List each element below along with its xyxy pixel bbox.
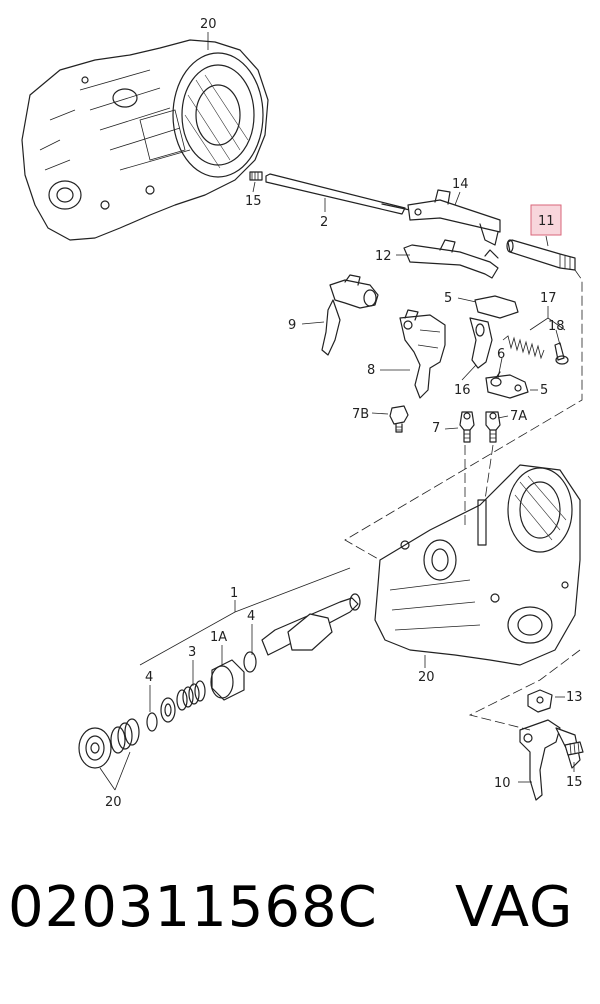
callout-7A: 7A xyxy=(510,409,527,424)
switch-7A xyxy=(485,411,501,443)
bracket-12 xyxy=(403,239,499,279)
transmission-housing-middle xyxy=(374,464,581,666)
callout-8: 8 xyxy=(367,363,375,378)
callout-9: 9 xyxy=(288,318,296,333)
washer xyxy=(160,697,176,723)
circlip-4-left xyxy=(146,712,158,732)
callout-20-bottom: 20 xyxy=(105,795,122,810)
callout-18: 18 xyxy=(548,319,565,334)
part-number: 020311568C xyxy=(8,875,378,940)
shift-fork-9 xyxy=(321,274,379,356)
callout-16: 16 xyxy=(454,383,471,398)
callout-4-left: 4 xyxy=(145,670,153,685)
callout-12: 12 xyxy=(375,249,392,264)
bolt-15-bottom xyxy=(564,741,584,756)
callout-10: 10 xyxy=(494,776,511,791)
callout-7: 7 xyxy=(432,421,440,436)
brand-name: VAG xyxy=(455,875,574,940)
callout-5-upper: 5 xyxy=(444,291,452,306)
callout-5-lower: 5 xyxy=(540,383,548,398)
transmission-housing-top xyxy=(21,39,269,241)
callout-20-middle: 20 xyxy=(418,670,435,685)
lever-16 xyxy=(469,317,493,369)
circlip-4-right xyxy=(243,651,257,673)
callout-11: 11 xyxy=(538,214,555,229)
shift-fork-8 xyxy=(399,309,446,399)
plug-7B xyxy=(389,405,409,433)
highlight-box-11 xyxy=(530,204,562,236)
bracket-5-upper xyxy=(474,295,519,319)
pin-shaft-11 xyxy=(506,239,576,271)
callout-15-bottom: 15 xyxy=(566,775,583,790)
callout-7B: 7B xyxy=(352,407,369,422)
spring-17 xyxy=(502,335,545,360)
callout-1A: 1A xyxy=(210,630,227,645)
bolt-18 xyxy=(554,342,569,365)
bracket-14 xyxy=(407,189,501,246)
callout-2: 2 xyxy=(320,215,328,230)
callout-17: 17 xyxy=(540,291,557,306)
callout-13: 13 xyxy=(566,690,583,705)
spring-cap-20 xyxy=(78,718,140,769)
callout-labels: 20 15 2 14 11 12 5 17 9 18 8 6 16 5 7B 7… xyxy=(105,17,583,810)
spring-3 xyxy=(176,680,206,711)
callout-1: 1 xyxy=(230,586,238,601)
switch-7 xyxy=(459,411,475,443)
footer: 020311568C VAG xyxy=(0,875,600,975)
selector-shaft-assembly-1 xyxy=(261,593,361,656)
callout-6: 6 xyxy=(497,347,505,362)
dashed-guides xyxy=(344,269,583,731)
callout-20-top: 20 xyxy=(200,17,217,32)
callout-4-right: 4 xyxy=(247,609,255,624)
bracket-5-lower xyxy=(485,374,529,399)
callout-3: 3 xyxy=(188,645,196,660)
leader-lines xyxy=(99,32,575,791)
callout-14: 14 xyxy=(452,177,469,192)
plate-13 xyxy=(527,689,553,713)
sleeve-1A xyxy=(210,659,245,701)
selector-shaft-2 xyxy=(249,171,411,215)
bolt-6 xyxy=(490,371,502,387)
callout-15-top: 15 xyxy=(245,194,262,209)
